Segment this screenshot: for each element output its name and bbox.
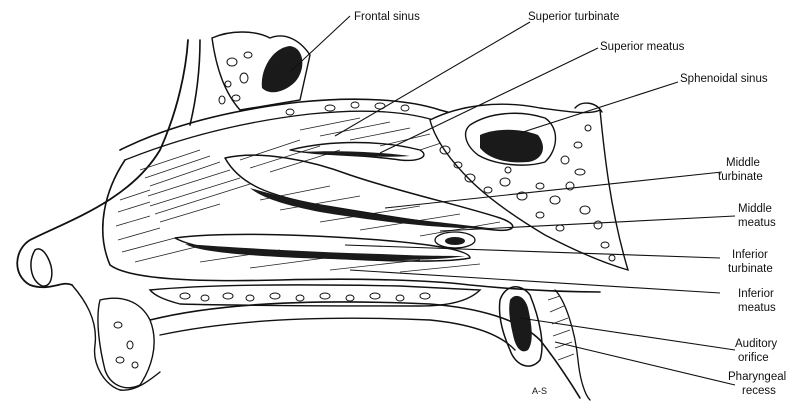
- auditory-tube-opening: [499, 287, 590, 400]
- label-middle-meatus-line1: Middle: [738, 203, 772, 215]
- label-inferior-turbinate-line2: turbinate: [728, 263, 773, 275]
- label-middle-meatus-line2: meatus: [738, 217, 776, 229]
- label-middle-turbinate-line1: Middle: [726, 157, 760, 169]
- label-auditory-orifice-line1: Auditory: [735, 338, 777, 350]
- label-sphenoidal-sinus: Sphenoidal sinus: [680, 73, 768, 85]
- label-auditory-orifice-line2: orifice: [738, 352, 769, 364]
- inferior-turbinate: [175, 232, 475, 261]
- label-inferior-meatus-line1: Inferior: [738, 288, 774, 300]
- label-pharyngeal-recess-line2: recess: [742, 385, 776, 397]
- sphenoid-region: [430, 103, 628, 270]
- label-pharyngeal-recess-line1: Pharyngeal: [728, 371, 786, 383]
- label-middle-turbinate-line2: turbinate: [718, 171, 763, 183]
- artist-signature: A-S: [532, 386, 547, 396]
- maxilla: [98, 298, 154, 388]
- frontal-sinus-region: [212, 32, 310, 110]
- label-frontal-sinus: Frontal sinus: [354, 11, 420, 23]
- superior-turbinate: [290, 143, 424, 161]
- label-inferior-turbinate-line1: Inferior: [732, 249, 768, 261]
- label-superior-turbinate: Superior turbinate: [528, 11, 619, 23]
- nostril: [31, 249, 52, 286]
- label-inferior-meatus-line2: meatus: [738, 302, 776, 314]
- label-superior-meatus: Superior meatus: [600, 41, 685, 53]
